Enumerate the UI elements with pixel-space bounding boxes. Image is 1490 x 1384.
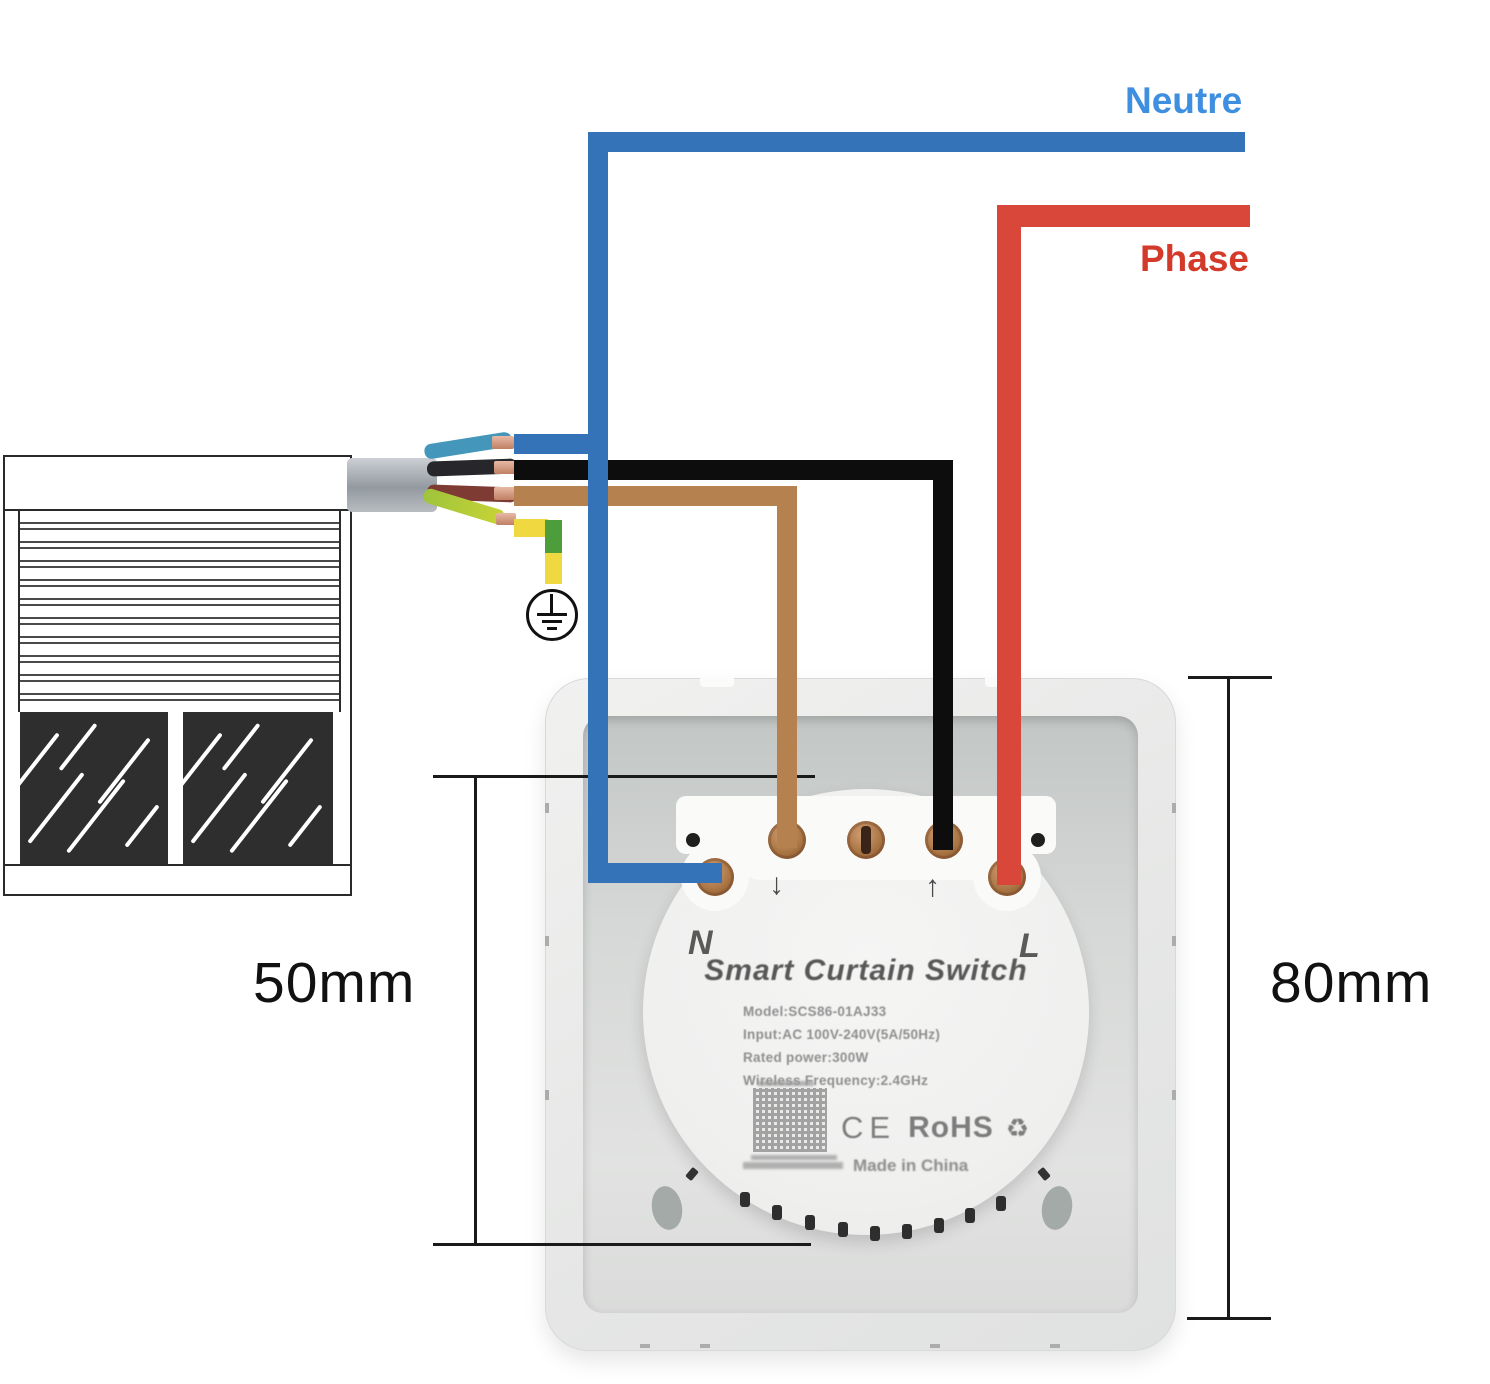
terminal-l-label: L (1019, 927, 1040, 965)
module-pin (740, 1192, 750, 1207)
edge-tick (545, 1090, 549, 1100)
module-pin (934, 1218, 944, 1233)
terminal-center-slot (861, 826, 871, 854)
roller-shutter-box (5, 457, 350, 511)
dim-50mm-bottom-tick (433, 1243, 811, 1246)
edge-tick (700, 1344, 710, 1348)
module-pin (902, 1224, 912, 1239)
certification-row: CE RoHS ♻ (841, 1110, 1071, 1146)
rohs-mark: RoHS (908, 1111, 994, 1144)
arrow-down-icon: ↓ (769, 868, 784, 901)
earth-ground-icon (526, 589, 578, 641)
made-in-label: Made in China (853, 1156, 969, 1175)
device-title: Smart Curtain Switch (704, 954, 1028, 987)
screw-dot (1031, 833, 1045, 847)
qr-code (753, 1088, 827, 1152)
neutral-wire-label: Neutre (1125, 80, 1243, 121)
edge-tick (1050, 1344, 1060, 1348)
wire-neutral-vertical (588, 132, 608, 883)
edge-tick (1172, 1090, 1176, 1100)
window-sill (5, 864, 350, 892)
dim-50mm-top-tick (433, 775, 815, 778)
wire-curtain-up-vertical (933, 460, 953, 850)
wire-earth-green-segment (545, 520, 562, 553)
module-pin (838, 1222, 848, 1237)
phase-wire-label: Phase (1140, 238, 1250, 279)
wire-curtain-down-horizontal (514, 486, 797, 506)
wire-ferrule (494, 461, 516, 474)
spec-power: Rated power:300W (743, 1050, 869, 1065)
edge-tick (930, 1344, 940, 1348)
window-pane-right (183, 712, 333, 864)
wire-phase-vertical (997, 205, 1021, 885)
dim-80mm-label: 80mm (1270, 951, 1433, 1015)
wire-neutral-from-cable (514, 434, 608, 454)
wire-earth-horizontal (514, 519, 548, 537)
spec-input: Input:AC 100V-240V(5A/50Hz) (743, 1027, 941, 1042)
edge-tick (1172, 936, 1176, 946)
wire-ferrule (494, 487, 516, 500)
module-pin (772, 1205, 782, 1220)
ce-mark: CE (841, 1110, 897, 1145)
wire-earth-vertical (545, 553, 562, 584)
smart-switch-back-plate: ↓ ↑ N L Smart Curtain Switch Model:SCS86… (545, 678, 1176, 1351)
wire-neutral-top (588, 132, 1245, 152)
device-specs: Model:SCS86-01AJ33 Input:AC 100V-240V(5A… (743, 1000, 1023, 1092)
edge-tick (640, 1344, 650, 1348)
module-pin (805, 1215, 815, 1230)
shutter-slats (18, 511, 341, 712)
recycle-icon: ♻ (1005, 1112, 1030, 1143)
terminal-n-label: N (688, 924, 713, 962)
wire-ferrule (492, 436, 514, 449)
wire-phase-horizontal (997, 205, 1250, 227)
module-pin (965, 1208, 975, 1223)
label-smudge (751, 1155, 837, 1160)
module-pin (996, 1196, 1006, 1211)
dim-50mm-line (474, 775, 477, 1246)
dim-80mm-top-tick (1188, 676, 1272, 679)
spec-model: Model:SCS86-01AJ33 (743, 1004, 887, 1019)
cable-sheath (347, 458, 437, 512)
wire-neutral-elbow (588, 863, 722, 883)
window-pane-left (20, 712, 168, 864)
dim-50mm-label: 50mm (253, 951, 416, 1015)
edge-tick (545, 936, 549, 946)
edge-tick (545, 803, 549, 813)
label-smudge (758, 1081, 814, 1086)
window-illustration (3, 455, 352, 896)
website-smudge (743, 1162, 843, 1169)
wire-curtain-up-horizontal (514, 460, 953, 480)
dim-80mm-line (1227, 676, 1230, 1319)
edge-tick (1172, 803, 1176, 813)
module-pin (870, 1226, 880, 1241)
wire-ferrule (496, 513, 516, 525)
wire-curtain-down-vertical (777, 486, 797, 848)
arrow-up-icon: ↑ (925, 870, 940, 903)
screw-dot (686, 833, 700, 847)
mount-notch (700, 678, 734, 687)
